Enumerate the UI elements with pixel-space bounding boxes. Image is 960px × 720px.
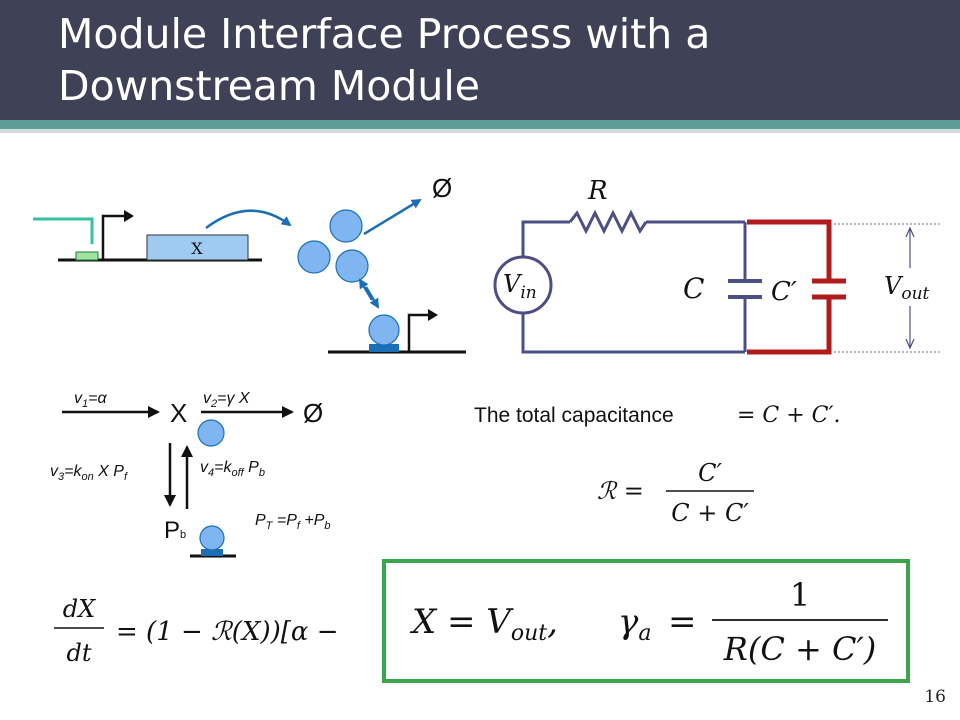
- box-numerator: 1: [790, 576, 810, 614]
- ratio-lhs: ℛ =: [597, 477, 644, 505]
- rate-v1: v1=α: [74, 390, 107, 410]
- bound-molecule-icon: [368, 314, 400, 346]
- x-molecule-icon: [197, 419, 225, 447]
- molecule-icon: [335, 249, 369, 283]
- output-voltage-label: Vout: [884, 272, 930, 304]
- promoter-arrow-icon: [124, 210, 134, 222]
- ode-equation: dX dt = (1 − ℛ(X))[α −: [54, 595, 339, 667]
- species-x: X: [170, 398, 187, 428]
- slide-title: Module Interface Process with a Downstre…: [58, 8, 938, 112]
- species-empty: Ø: [303, 398, 323, 428]
- rate-v4: v4=koff Pb: [200, 459, 265, 479]
- reaction-scheme: v1=α X v2=γ X Ø v3=kon X Pf v4=koff Pb P…: [50, 390, 331, 558]
- slide-header: [0, 0, 960, 120]
- molecule-cluster: Ø: [297, 173, 452, 309]
- source-label: Vin: [503, 270, 537, 303]
- box-denominator: R(C + C′): [723, 630, 876, 668]
- ode-numerator: dX: [63, 595, 96, 623]
- expression-arrow: [205, 209, 292, 230]
- title-line-1: Module Interface Process with a: [58, 10, 711, 58]
- gene-module: X: [33, 209, 292, 262]
- binding-arrow: [364, 286, 380, 309]
- degradation-symbol: Ø: [432, 173, 452, 203]
- species-p: Pb: [164, 517, 186, 544]
- gene-box: [146, 234, 249, 261]
- operator-site: [75, 251, 99, 261]
- pb-site: [201, 549, 223, 556]
- rate-v3: v3=kon X Pf: [50, 463, 128, 483]
- total-capacitance-math: = C + C′.: [737, 403, 841, 428]
- total-promoter-equation: PT =Pf +Pb: [255, 512, 331, 532]
- unbinding-arrow: [358, 278, 374, 301]
- title-line-2: Downstream Module: [58, 62, 480, 110]
- page-number: 16: [924, 687, 946, 707]
- total-capacitance-text: The total capacitance: [474, 404, 674, 427]
- ratio-numerator: C′: [698, 459, 722, 487]
- resistor-icon: [568, 209, 648, 235]
- voltage-source-icon: [493, 255, 553, 315]
- downstream-promoter-arrow-icon: [428, 309, 438, 321]
- gene-label: X: [191, 239, 203, 258]
- molecule-icon: [329, 209, 363, 243]
- molecule-icon: [297, 240, 331, 274]
- promoter-arrow-line: [101, 214, 126, 260]
- red-branch-top: [747, 219, 832, 281]
- rc-circuit: R Vin C C′ Vout: [493, 176, 940, 355]
- mapping-box: X = Vout, γa = 1 R(C + C′): [382, 559, 910, 683]
- capacitor-c-label: C: [683, 272, 704, 305]
- green-highlight-box: [382, 559, 910, 683]
- wire-top-left: [521, 220, 570, 258]
- downstream-promoter-line: [407, 313, 430, 352]
- ode-denominator: dt: [66, 639, 91, 667]
- activator-line: [33, 217, 94, 244]
- ratio-denominator: C + C′: [671, 499, 749, 527]
- wire-bottom: [521, 312, 745, 354]
- red-branch-bottom: [747, 297, 832, 355]
- capacitance-equations: The total capacitance = C + C′. ℛ = C′ C…: [474, 403, 841, 527]
- header-gray-band: [0, 129, 960, 133]
- ode-rhs: = (1 − ℛ(X))[α −: [116, 617, 339, 647]
- box-equals: =: [668, 602, 697, 642]
- downstream-module: [328, 309, 466, 354]
- resistor-label: R: [587, 176, 608, 206]
- box-x-equation: X = Vout,: [409, 602, 558, 646]
- rate-v2: v2=γ X: [203, 390, 251, 410]
- capacitor-c-prime-label: C′: [771, 277, 797, 307]
- degradation-arrow: [363, 198, 422, 236]
- downstream-site: [369, 344, 399, 352]
- header-teal-band: [0, 120, 960, 129]
- pb-molecule-icon: [199, 525, 225, 551]
- box-gamma: γa: [618, 602, 651, 646]
